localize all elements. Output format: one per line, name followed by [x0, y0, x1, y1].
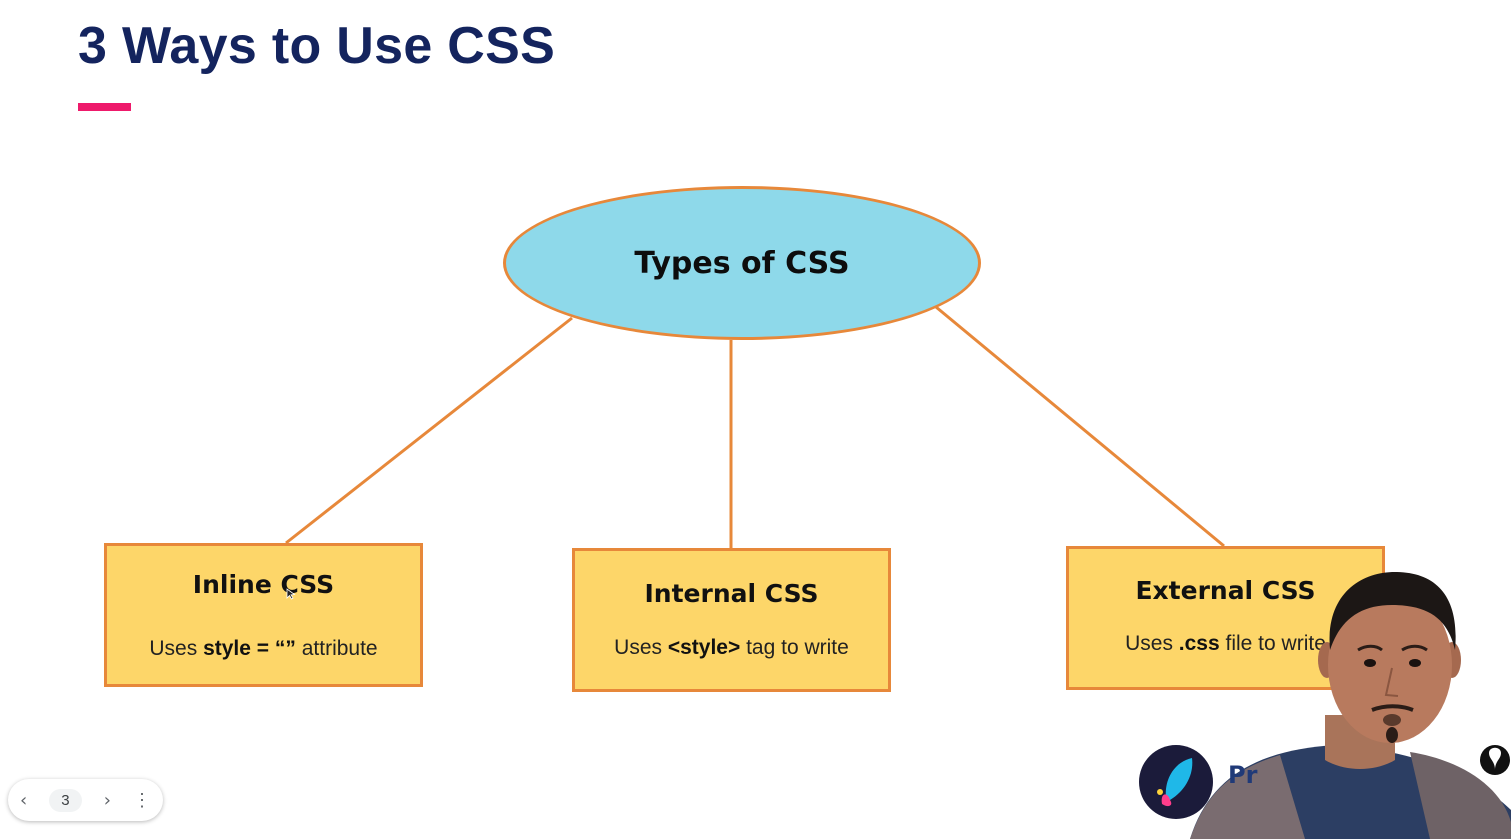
- connector-external: [935, 305, 1225, 548]
- presenter-video: Pr: [1139, 572, 1511, 839]
- inline-css-title: Inline CSS: [192, 570, 335, 599]
- more-vertical-icon[interactable]: ⋮: [132, 790, 151, 810]
- inline-css-box: Inline CSS Uses style = “” attribute: [104, 543, 423, 687]
- mouse-cursor-icon: [286, 588, 296, 600]
- chevron-left-icon[interactable]: ‹: [20, 789, 28, 811]
- slide-navigator: ‹ 3 › ⋮: [8, 779, 163, 821]
- webcam-overlay: Pr: [1130, 560, 1511, 839]
- types-of-css-node: Types of CSS: [503, 186, 981, 340]
- slide-title: 3 Ways to Use CSS: [78, 17, 556, 75]
- external-css-title: External CSS: [1135, 576, 1316, 605]
- connector-inline: [285, 316, 573, 545]
- inline-css-description: Uses style = “” attribute: [149, 637, 378, 660]
- title-accent-bar: [78, 103, 131, 111]
- external-css-box: External CSS Uses .css file to write: [1066, 546, 1385, 690]
- internal-css-description: Uses <style> tag to write: [614, 636, 849, 659]
- internal-css-title: Internal CSS: [644, 579, 819, 608]
- external-css-description: Uses .css file to write: [1125, 632, 1326, 655]
- page-number[interactable]: 3: [49, 788, 82, 812]
- chevron-right-icon[interactable]: ›: [103, 789, 111, 811]
- types-of-css-label: Types of CSS: [634, 245, 850, 281]
- channel-name-text: Pr: [1228, 761, 1258, 789]
- internal-css-box: Internal CSS Uses <style> tag to write: [572, 548, 891, 692]
- rocket-logo-icon: [1139, 745, 1213, 819]
